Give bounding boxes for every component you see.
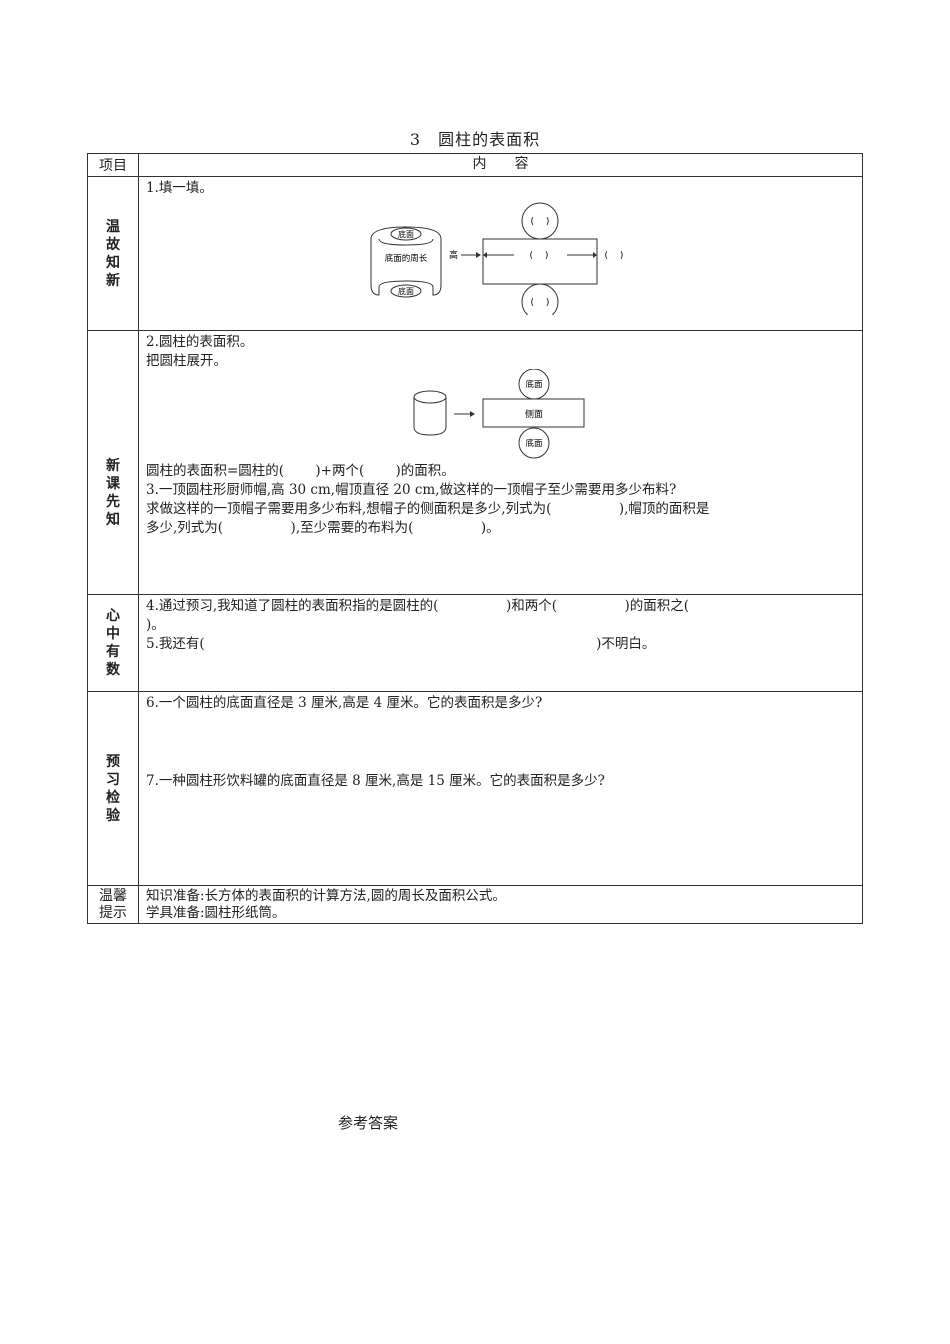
cyl-bottom-label: 底面 [398, 286, 414, 296]
section-content-preview-test: 6.一个圆柱的底面直径是 3 厘米,高是 4 厘米。它的表面积是多少? 7.一种… [139, 692, 862, 885]
question-4-end: )。 [146, 617, 165, 633]
section-content-tips: 知识准备:长方体的表面积的计算方法,圆的周长及面积公式。 学具准备:圆柱形纸筒。 [139, 886, 862, 923]
question-3: 3.一顶圆柱形厨师帽,高 30 cm,帽顶直径 20 cm,做这样的一顶帽子至少… [146, 482, 677, 498]
section-review: 温 故 知 新 1.填一填。 底面 底面的周长 底面 高 [88, 176, 862, 330]
height-label: 高 [449, 249, 458, 261]
bottom-circle-blank: ( ) [531, 298, 550, 308]
cyl-top-label: 底面 [398, 229, 414, 239]
table-header: 项目 内 容 [88, 154, 862, 176]
section-tips: 温馨 提示 知识准备:长方体的表面积的计算方法,圆的周长及面积公式。 学具准备:… [88, 885, 862, 923]
question-5: 5.我还有( )不明白。 [146, 636, 656, 652]
cylinder-net-diagram-1: 底面 底面的周长 底面 高 ( ) ( ) ( ) ( ) [370, 202, 624, 315]
section-content-review: 1.填一填。 底面 底面的周长 底面 高 ( ) ( [139, 177, 862, 330]
section-self-check: 心 中 有 数 4.通过预习,我知道了圆柱的表面积指的是圆柱的( )和两个( )… [88, 594, 862, 691]
answer-heading: 参考答案 [338, 1114, 399, 1132]
cyl-side-label: 底面的周长 [385, 253, 428, 264]
section-content-self-check: 4.通过预习,我知道了圆柱的表面积指的是圆柱的( )和两个( )的面积之( )。… [139, 595, 862, 691]
width-blank: ( ) [530, 251, 549, 261]
tools-prep: 学具准备:圆柱形纸筒。 [146, 905, 286, 921]
bottom-label: 底面 [525, 438, 543, 449]
section-new-lesson: 新 课 先 知 2.圆柱的表面积。 把圆柱展开。 侧面 底面 底面 圆柱的表面积… [88, 330, 862, 594]
question-2: 2.圆柱的表面积。 [146, 334, 254, 350]
knowledge-prep: 知识准备:长方体的表面积的计算方法,圆的周长及面积公式。 [146, 888, 506, 904]
question-6: 6.一个圆柱的底面直径是 3 厘米,高是 4 厘米。它的表面积是多少? [146, 695, 543, 711]
question-1: 1.填一填。 [146, 180, 213, 196]
question-7: 7.一种圆柱形饮料罐的底面直径是 8 厘米,高是 15 厘米。它的表面积是多少? [146, 773, 605, 789]
top-circle-blank: ( ) [531, 217, 550, 227]
question-4: 4.通过预习,我知道了圆柱的表面积指的是圆柱的( )和两个( )的面积之( [146, 598, 690, 614]
side-label: 侧面 [525, 408, 543, 420]
height-blank: ( ) [605, 251, 624, 261]
worksheet-table: 项目 内 容 温 故 知 新 1.填一填。 底面 底面的周长 底面 高 [87, 153, 863, 924]
header-item: 项目 [88, 154, 139, 176]
section-preview-test: 预 习 检 验 6.一个圆柱的底面直径是 3 厘米,高是 4 厘米。它的表面积是… [88, 691, 862, 885]
section-label-self-check: 心 中 有 数 [88, 595, 139, 691]
section-label-new-lesson: 新 课 先 知 [88, 331, 139, 594]
question-3-hint-2: 多少,列式为( ),至少需要的布料为( )。 [146, 520, 500, 536]
section-label-tips: 温馨 提示 [88, 886, 139, 923]
section-label-review: 温 故 知 新 [88, 177, 139, 330]
question-3-hint-1: 求做这样的一顶帽子需要用多少布料,想帽子的侧面积是多少,列式为( ),帽顶的面积… [146, 501, 710, 517]
page-title: 3 圆柱的表面积 [409, 130, 541, 149]
cylinder-net-diagram-2: 侧面 底面 底面 [413, 369, 585, 459]
surface-area-formula: 圆柱的表面积=圆柱的( )+两个( )的面积。 [146, 463, 455, 479]
top-label: 底面 [525, 379, 543, 390]
section-content-new-lesson: 2.圆柱的表面积。 把圆柱展开。 侧面 底面 底面 圆柱的表面积=圆柱的( )+… [139, 331, 862, 594]
section-label-preview-test: 预 习 检 验 [88, 692, 139, 885]
header-content: 内 容 [472, 156, 529, 172]
unfold-instruction: 把圆柱展开。 [146, 353, 227, 369]
